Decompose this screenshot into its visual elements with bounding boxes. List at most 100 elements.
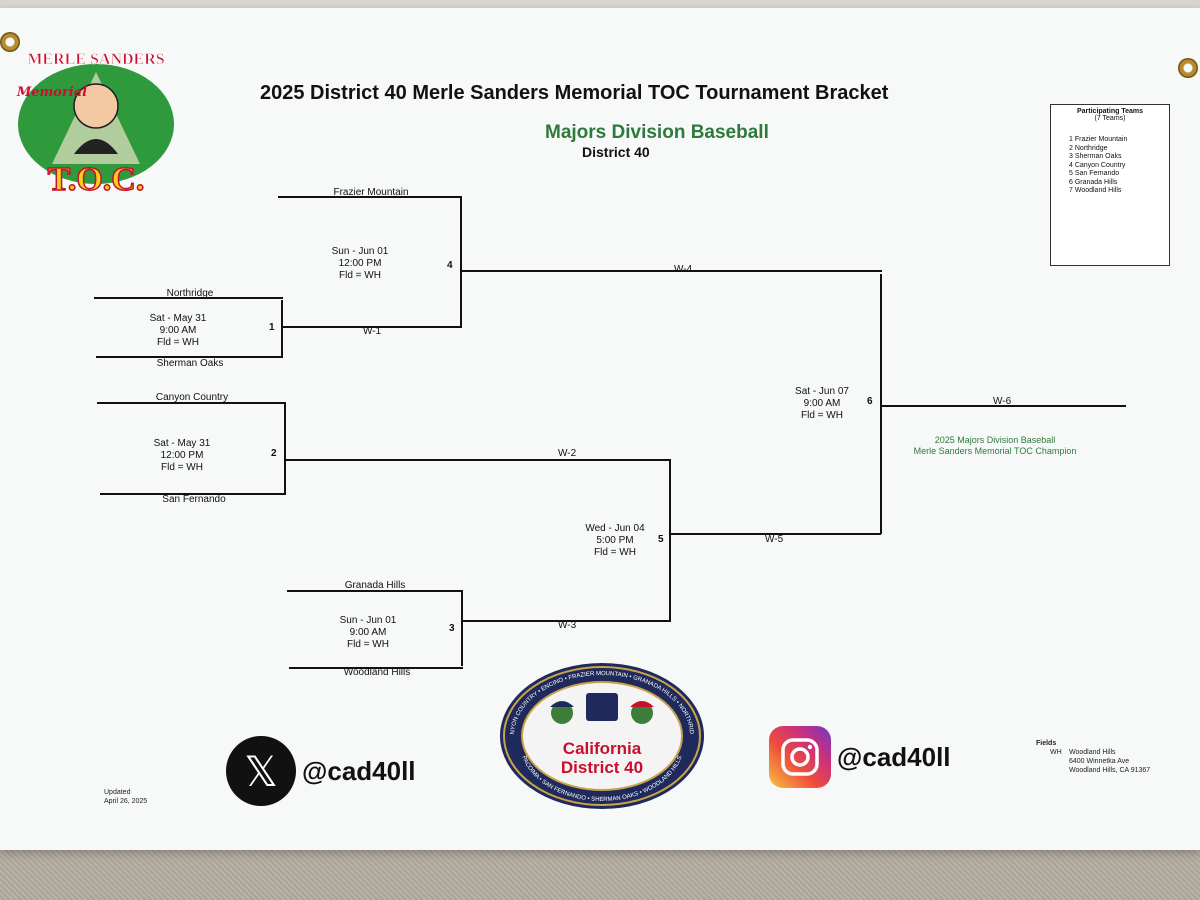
- game3-info: Sun - Jun 01 9:00 AM Fld = WH: [308, 615, 428, 651]
- game2-field: Fld = WH: [161, 462, 203, 473]
- game4-time: 12:00 PM: [338, 258, 382, 269]
- team-sherman-oaks: Sherman Oaks: [156, 358, 224, 369]
- grommet-right: [1178, 58, 1198, 78]
- w6-label: W-6: [993, 396, 1012, 407]
- fields-label: Fields: [1036, 740, 1057, 747]
- fields-location: Woodland Hills 6400 Winnetka Ave Woodlan…: [1069, 748, 1150, 775]
- g3-top-line: [287, 590, 463, 592]
- game5-number: 5: [658, 534, 664, 545]
- game6-date: Sat - Jun 07: [795, 386, 849, 397]
- game2-info: Sat - May 31 12:00 PM Fld = WH: [122, 438, 242, 474]
- team-san-fernando: San Fernando: [162, 494, 226, 505]
- game6-time: 9:00 AM: [803, 398, 841, 409]
- g3-bottom-line: [289, 667, 463, 669]
- game3-date: Sun - Jun 01: [339, 615, 397, 626]
- instagram-social[interactable]: @cad40ll: [769, 726, 951, 788]
- list-item: 6 Granada Hills: [1069, 178, 1118, 186]
- game3-number: 3: [449, 623, 455, 634]
- game1-field: Fld = WH: [157, 337, 199, 348]
- game6-info: Sat - Jun 07 9:00 AM Fld = WH: [762, 386, 882, 422]
- list-item: 7 Woodland Hills: [1069, 187, 1122, 194]
- game5-field: Fld = WH: [594, 547, 636, 558]
- team-canyon-country: Canyon Country: [155, 392, 229, 403]
- game5-info: Wed - Jun 04 5:00 PM Fld = WH: [555, 523, 675, 559]
- w4-label: W-4: [674, 264, 693, 275]
- g4-vertical: [460, 196, 462, 328]
- x-handle: @cad40ll: [302, 755, 416, 786]
- champion-label: 2025 Majors Division Baseball Merle Sand…: [905, 435, 1085, 457]
- participating-count: (7 Teams): [1094, 115, 1126, 122]
- game5-date: Wed - Jun 04: [585, 523, 645, 534]
- fields-code: WH: [1050, 749, 1062, 756]
- w3-line: [461, 620, 671, 622]
- fields-name: Woodland Hills: [1069, 749, 1116, 756]
- team-northridge: Northridge: [166, 288, 214, 299]
- team-frazier-mountain: Frazier Mountain: [333, 187, 409, 198]
- fields-address1: 6400 Winnetka Ave: [1069, 758, 1130, 765]
- g6-vertical: [880, 274, 882, 534]
- g2-top-line: [97, 402, 286, 404]
- game4-date: Sun - Jun 01: [331, 246, 389, 257]
- toc-logo: MERLE SANDERS Memorial T.O.C.: [16, 51, 174, 199]
- g2-vertical: [284, 404, 286, 494]
- instagram-logo-icon: [769, 726, 831, 788]
- team-woodland-hills: Woodland Hills: [343, 667, 411, 678]
- game3-time: 9:00 AM: [349, 627, 387, 638]
- game2-date: Sat - May 31: [153, 438, 211, 449]
- w1-label: W-1: [363, 326, 382, 337]
- list-item: 1 Frazier Mountain: [1069, 136, 1128, 143]
- participating-list: 1 Frazier Mountain 2 Northridge 3 Sherma…: [1069, 136, 1169, 196]
- list-item: 2 Northridge: [1069, 144, 1108, 152]
- team-granada-hills: Granada Hills: [344, 580, 406, 591]
- game5-time: 5:00 PM: [596, 535, 634, 546]
- x-social[interactable]: 𝕏 @cad40ll: [226, 736, 416, 806]
- keystone-icon: [586, 693, 618, 721]
- updated-date: April 26, 2025: [104, 798, 148, 805]
- w5-label: W-5: [765, 534, 784, 545]
- game1-date: Sat - May 31: [149, 313, 207, 324]
- logo-script-text: Memorial: [16, 85, 87, 100]
- fields-address2: Woodland Hills, CA 91367: [1069, 767, 1151, 774]
- w3-label: W-3: [558, 620, 577, 631]
- game1-number: 1: [269, 322, 275, 333]
- g1-top-line: [94, 297, 283, 299]
- district-seal: CANYON COUNTRY • ENCINO • FRAZIER MOUNTA…: [498, 661, 704, 809]
- g3-vertical: [461, 590, 463, 666]
- game2-time: 12:00 PM: [160, 450, 204, 461]
- alien-icon-right: [631, 702, 653, 724]
- updated-note: Updated April 26, 2025: [104, 788, 147, 806]
- g1-bottom-line: [96, 356, 283, 358]
- alien-icon: [551, 702, 573, 724]
- w6-line: [880, 405, 1126, 407]
- updated-label: Updated: [104, 789, 131, 796]
- page-title: 2025 District 40 Merle Sanders Memorial …: [260, 82, 889, 104]
- w2-line: [284, 459, 671, 461]
- logo-top-text: MERLE SANDERS: [27, 51, 164, 68]
- game1-time: 9:00 AM: [159, 325, 197, 336]
- w2-label: W-2: [558, 448, 577, 459]
- bracket-board: MERLE SANDERS Memorial T.O.C. 2025 Distr…: [0, 8, 1200, 850]
- game2-number: 2: [271, 448, 277, 459]
- division-title: Majors Division Baseball: [545, 122, 769, 143]
- game4-info: Sun - Jun 01 12:00 PM Fld = WH: [300, 246, 420, 282]
- list-item: 5 San Fernando: [1069, 170, 1120, 177]
- champion-line2: Merle Sanders Memorial TOC Champion: [913, 446, 1077, 456]
- x-logo-icon: 𝕏: [226, 736, 296, 806]
- w1-line: [282, 326, 462, 328]
- instagram-handle: @cad40ll: [837, 741, 951, 772]
- game3-field: Fld = WH: [347, 639, 389, 650]
- game1-info: Sat - May 31 9:00 AM Fld = WH: [118, 313, 238, 349]
- champion-line1: 2025 Majors Division Baseball: [934, 435, 1056, 445]
- seal-title1: California: [563, 739, 642, 758]
- g2-bottom-line: [100, 493, 286, 495]
- g1-vertical: [281, 300, 283, 358]
- participating-teams-box: Participating Teams (7 Teams) 1 Frazier …: [1050, 104, 1170, 266]
- logo-bottom-text: T.O.C.: [48, 161, 145, 198]
- game4-field: Fld = WH: [339, 270, 381, 281]
- list-item: 4 Canyon Country: [1069, 161, 1126, 169]
- seal-title2: District 40: [561, 758, 643, 777]
- g4-top-line: [278, 196, 462, 198]
- w5-line: [669, 533, 881, 535]
- participating-title: Participating Teams: [1076, 108, 1143, 115]
- district-label: District 40: [582, 144, 650, 160]
